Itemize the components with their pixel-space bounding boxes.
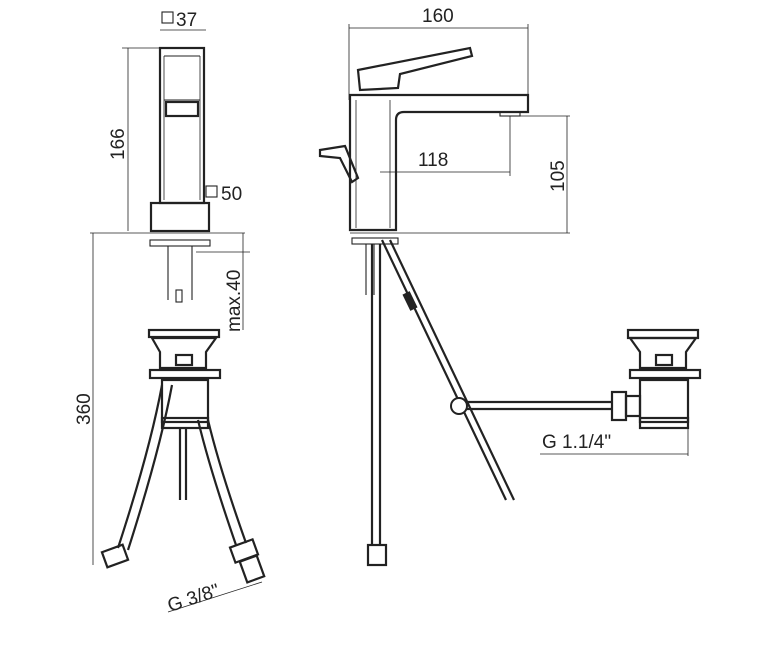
overflow-slot xyxy=(174,353,194,367)
dim-total-height: 360 xyxy=(74,393,95,425)
handle-front xyxy=(164,100,200,118)
washer xyxy=(149,239,211,247)
rod-tip xyxy=(175,289,183,303)
leader-line xyxy=(167,581,263,613)
waste-ring xyxy=(638,416,690,430)
dim-spout-square: 37 xyxy=(176,10,197,31)
waste-body xyxy=(150,336,219,370)
waste-flange xyxy=(147,328,221,339)
dim-spout-height: 105 xyxy=(548,160,569,192)
dim-height-body: 166 xyxy=(108,128,129,160)
waste-flange xyxy=(626,328,700,340)
dim-waste-thread: G 1.1/4" xyxy=(542,432,611,453)
square-symbol xyxy=(161,11,174,24)
faucet-body xyxy=(158,46,206,205)
lever-handle xyxy=(356,46,474,92)
waste-nut xyxy=(148,368,222,380)
waste-nut xyxy=(628,368,702,380)
faucet-base xyxy=(149,201,211,233)
side-view: 160 105 118 xyxy=(318,6,612,567)
hose-nut xyxy=(366,543,388,567)
hose-nut xyxy=(100,543,130,569)
dim-spout-reach: 118 xyxy=(418,150,448,171)
dim-max-thickness: max.40 xyxy=(224,270,245,332)
waste-view: G 1.1/4" xyxy=(540,328,702,456)
pivot-housing xyxy=(624,394,642,418)
flex-hose-left xyxy=(116,384,164,549)
pivot-joint xyxy=(450,397,468,415)
waste-tube xyxy=(638,378,690,424)
front-view: 37 50 166 max.40 xyxy=(74,10,266,617)
square-symbol xyxy=(205,185,218,198)
flex-hose-right xyxy=(206,419,248,544)
flex-hose-left xyxy=(126,384,174,551)
dim-flex-thread: G 3/8" xyxy=(165,580,222,616)
overflow-slot xyxy=(654,353,674,367)
faucet-body-side xyxy=(348,93,530,232)
pop-up-rod-diagonal xyxy=(389,239,515,501)
rod-clip xyxy=(402,291,418,311)
dim-base-square: 50 xyxy=(221,184,242,205)
hose-nut xyxy=(238,554,266,584)
waste-tube xyxy=(160,378,210,424)
pop-up-rod-diagonal xyxy=(381,239,507,501)
dim-width-total: 160 xyxy=(422,6,454,27)
pivot-nut xyxy=(610,390,628,422)
flex-hose-right xyxy=(196,419,238,546)
pop-up-knob xyxy=(318,144,360,184)
waste-body xyxy=(627,336,699,370)
washer xyxy=(351,237,399,245)
